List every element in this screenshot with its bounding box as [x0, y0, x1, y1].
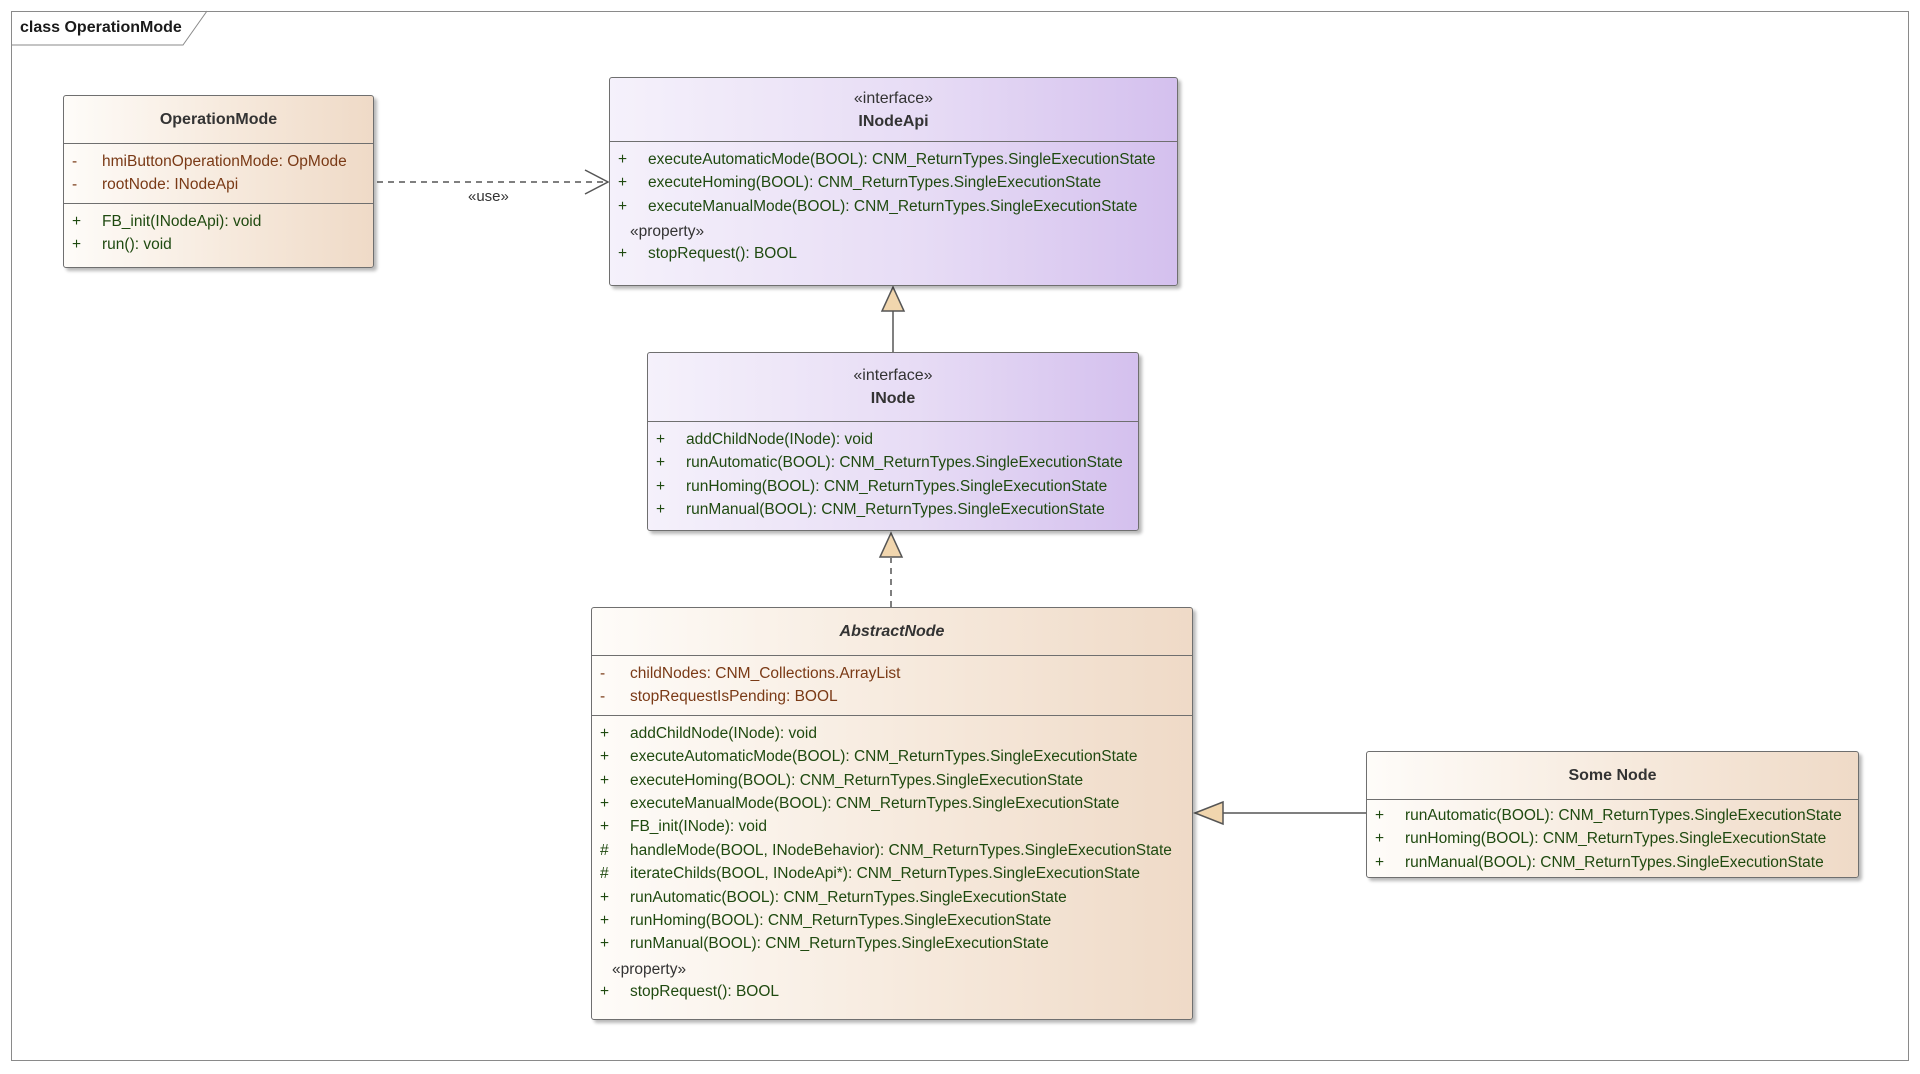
class-name: AbstractNode	[839, 623, 945, 640]
class-abstract-node[interactable]: AbstractNode -childNodes: CNM_Collection…	[591, 607, 1193, 1020]
operations-compartment: +executeAutomaticMode(BOOL): CNM_ReturnT…	[610, 142, 1177, 272]
class-operation-mode[interactable]: OperationMode -hmiButtonOperationMode: O…	[63, 95, 374, 268]
attribute-row: -rootNode: INodeApi	[72, 176, 239, 194]
operation-row: +FB_init(INodeApi): void	[72, 212, 262, 230]
operation-row: +executeManualMode(BOOL): CNM_ReturnType…	[600, 794, 1120, 812]
interface-header: «interface» INode	[648, 353, 1138, 422]
class-some-node[interactable]: Some Node +runAutomatic(BOOL): CNM_Retur…	[1366, 751, 1859, 878]
operations-compartment: +runAutomatic(BOOL): CNM_ReturnTypes.Sin…	[1367, 800, 1858, 877]
class-header: AbstractNode	[592, 608, 1192, 656]
operation-row: +FB_init(INode): void	[600, 818, 767, 836]
operations-compartment: +addChildNode(INode): void +runAutomatic…	[648, 422, 1138, 528]
operation-row: +executeManualMode(BOOL): CNM_ReturnType…	[618, 197, 1138, 215]
class-header: Some Node	[1367, 752, 1858, 800]
use-dependency-arrowhead	[584, 169, 610, 195]
operation-row: +executeHoming(BOOL): CNM_ReturnTypes.Si…	[600, 771, 1084, 789]
property-stereotype: «property»	[630, 223, 705, 241]
generalization-arrowhead-somenode	[1192, 800, 1224, 826]
operation-row: +runManual(BOOL): CNM_ReturnTypes.Single…	[600, 935, 1049, 953]
realization-arrowhead-abstractnode	[878, 531, 904, 558]
operation-row: +addChildNode(INode): void	[656, 431, 873, 448]
attribute-row: -stopRequestIsPending: BOOL	[600, 688, 838, 706]
operation-row: +runManual(BOOL): CNM_ReturnTypes.Single…	[1375, 853, 1824, 871]
attribute-row: -hmiButtonOperationMode: OpMode	[72, 153, 347, 170]
operations-compartment: +FB_init(INodeApi): void +run(): void	[64, 202, 373, 263]
class-name: Some Node	[1568, 767, 1657, 784]
operation-row: +run(): void	[72, 236, 172, 254]
interface-stereotype: «interface»	[853, 367, 933, 384]
operation-row: #handleMode(BOOL, INodeBehavior): CNM_Re…	[600, 841, 1172, 859]
property-stereotype: «property»	[612, 960, 687, 978]
class-name: OperationMode	[159, 111, 278, 128]
interface-stereotype: «interface»	[853, 90, 934, 107]
operation-row: #iterateChilds(BOOL, INodeApi*): CNM_Ret…	[600, 865, 1141, 883]
generalization-arrowhead-inode	[880, 285, 906, 312]
operation-row: +runManual(BOOL): CNM_ReturnTypes.Single…	[656, 501, 1105, 519]
property-row: +stopRequest(): BOOL	[600, 982, 780, 1000]
interface-header: «interface» INodeApi	[610, 78, 1177, 142]
attributes-compartment: -hmiButtonOperationMode: OpMode -rootNod…	[64, 144, 373, 203]
operation-row: +executeAutomaticMode(BOOL): CNM_ReturnT…	[600, 748, 1138, 766]
operation-row: +runHoming(BOOL): CNM_ReturnTypes.Single…	[1375, 830, 1827, 848]
operation-row: +runHoming(BOOL): CNM_ReturnTypes.Single…	[600, 911, 1052, 929]
interface-inode[interactable]: «interface» INode +addChildNode(INode): …	[647, 352, 1139, 531]
diagram-frame	[11, 11, 1909, 1061]
operation-row: +runAutomatic(BOOL): CNM_ReturnTypes.Sin…	[656, 454, 1123, 472]
attributes-compartment: -childNodes: CNM_Collections.ArrayList -…	[592, 656, 1192, 715]
operation-row: +addChildNode(INode): void	[600, 724, 817, 742]
class-header: OperationMode	[64, 96, 373, 144]
attribute-row: -childNodes: CNM_Collections.ArrayList	[600, 665, 901, 682]
operation-row: +runAutomatic(BOOL): CNM_ReturnTypes.Sin…	[600, 888, 1067, 906]
property-row: +stopRequest(): BOOL	[618, 245, 798, 263]
operation-row: +executeAutomaticMode(BOOL): CNM_ReturnT…	[618, 151, 1156, 168]
interface-name: INodeApi	[858, 113, 929, 130]
operation-row: +executeHoming(BOOL): CNM_ReturnTypes.Si…	[618, 174, 1102, 192]
interface-inode-api[interactable]: «interface» INodeApi +executeAutomaticMo…	[609, 77, 1178, 286]
frame-title: class OperationMode	[20, 19, 182, 36]
use-stereotype-label: «use»	[468, 188, 509, 205]
operation-row: +runAutomatic(BOOL): CNM_ReturnTypes.Sin…	[1375, 807, 1842, 824]
interface-name: INode	[870, 390, 916, 407]
operation-row: +runHoming(BOOL): CNM_ReturnTypes.Single…	[656, 477, 1108, 495]
operations-compartment: +addChildNode(INode): void +executeAutom…	[592, 714, 1192, 1009]
